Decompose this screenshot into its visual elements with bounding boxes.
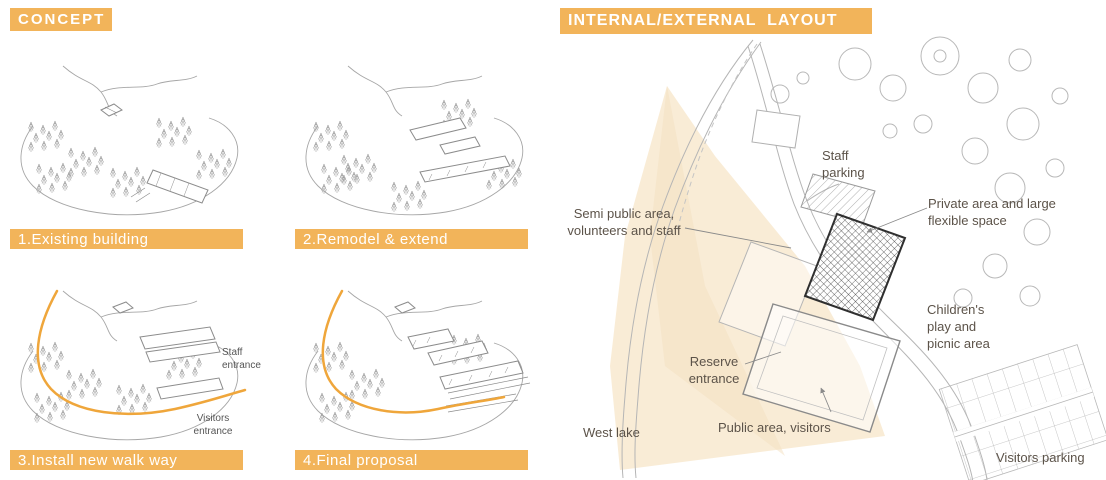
outbuilding-sketch [751,109,801,149]
tree-circles [770,36,1069,308]
concept-title: CONCEPT [10,8,112,31]
label-childrens-play: Children's play and picnic area [927,302,990,351]
private-building [803,212,907,322]
building-sketch [409,117,511,183]
leader-lines [684,207,928,413]
sketch-new-walkway [20,289,247,441]
trees [28,117,232,198]
walkway-path [36,289,247,416]
label-staff-parking: Staff parking [822,148,865,180]
panel-label-existing-building: 1.Existing building [10,229,243,249]
visitors-parking-stalls [938,344,1106,480]
panel-label-remodel-extend: 2.Remodel & extend [295,229,528,249]
layout-title: INTERNAL/EXTERNAL LAYOUT [560,8,872,34]
building-sketch [394,301,531,413]
building-sketch [100,103,209,204]
building-sketch [112,301,224,400]
annotation-staff-entrance: Staff entrance [222,347,261,371]
label-semi-public: Semi public area, volunteers and staff [567,206,681,238]
label-visitors-parking: Visitors parking [996,450,1085,465]
label-private-area: Private area and large flexible space [928,196,1056,228]
walkway-path [321,289,506,414]
panel-label-new-walkway: 3.Install new walk way [10,450,243,470]
site-boundary-sketch [305,290,524,441]
trees [313,99,522,212]
site-plan [610,36,1106,480]
sketch-final-proposal [305,289,531,441]
sketch-remodel-extend [305,65,524,216]
label-reserve-entrance: Reserve entrance [688,354,740,386]
label-public-area: Public area, visitors [718,420,831,435]
site-boundary-sketch [305,65,524,216]
label-west-lake: West lake [583,425,640,440]
panel-label-final-proposal: 4.Final proposal [295,450,528,470]
public-platform [742,303,901,433]
annotation-visitors-entrance: Visitors entrance [193,413,233,437]
sketch-existing-building [20,65,239,216]
